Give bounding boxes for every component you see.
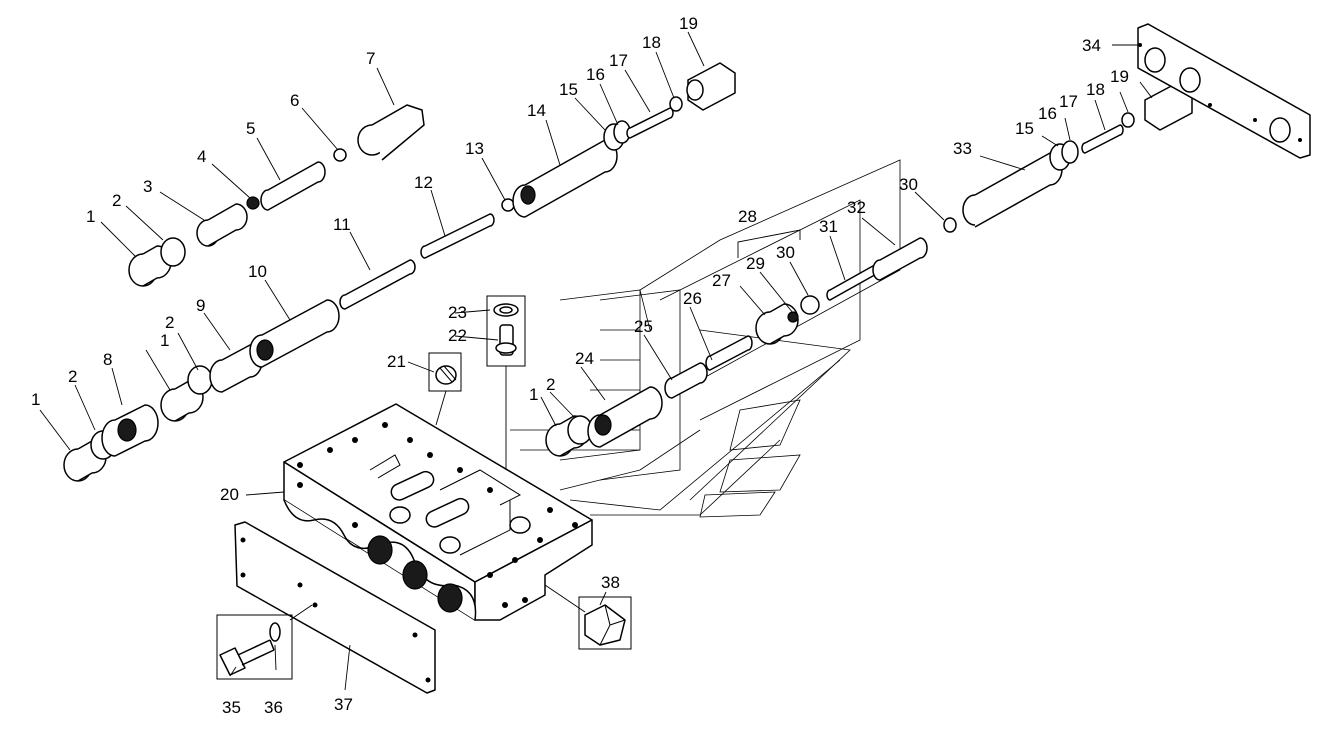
callout-19-right: 19 bbox=[1110, 67, 1129, 86]
callout-17-right: 17 bbox=[1059, 92, 1078, 111]
callout-13: 13 bbox=[465, 139, 484, 158]
callout-2-center: 2 bbox=[546, 375, 555, 394]
callout-9: 9 bbox=[196, 296, 205, 315]
callout-15-right: 15 bbox=[1015, 119, 1034, 138]
hydraulic-schematic-outline bbox=[510, 159, 901, 518]
callout-4: 4 bbox=[197, 147, 206, 166]
lower-middle-valve-assembly bbox=[545, 217, 957, 457]
callout-34: 34 bbox=[1082, 36, 1101, 55]
right-valve-assembly bbox=[962, 82, 1193, 228]
callout-2-middle: 2 bbox=[165, 313, 174, 332]
callout-33: 33 bbox=[953, 139, 972, 158]
middle-left-valve-assembly bbox=[63, 213, 495, 482]
callout-23: 23 bbox=[448, 303, 467, 322]
upper-middle-valve-assembly bbox=[501, 62, 736, 218]
callout-11: 11 bbox=[333, 215, 351, 234]
callout-26: 26 bbox=[683, 289, 702, 308]
callout-15-upper: 15 bbox=[559, 80, 578, 99]
callout-35: 35 bbox=[222, 698, 241, 717]
callout-10: 10 bbox=[248, 262, 267, 281]
callout-18-upper: 18 bbox=[642, 33, 661, 52]
body-bolt-holes bbox=[297, 422, 578, 608]
callout-1-center: 1 bbox=[529, 385, 538, 404]
leader-lines bbox=[39, 31, 1153, 691]
callout-22: 22 bbox=[448, 326, 467, 345]
callout-7: 7 bbox=[366, 49, 375, 68]
callout-27: 27 bbox=[712, 271, 731, 290]
callout-8: 8 bbox=[103, 350, 112, 369]
callout-38: 38 bbox=[601, 573, 620, 592]
callout-19-upper: 19 bbox=[679, 14, 698, 33]
callout-31: 31 bbox=[819, 217, 838, 236]
drain-plug bbox=[578, 596, 632, 650]
callout-18-right: 18 bbox=[1086, 80, 1105, 99]
callout-30-middle: 30 bbox=[776, 243, 795, 262]
callout-30-right: 30 bbox=[899, 175, 918, 194]
callout-16-upper: 16 bbox=[586, 65, 605, 84]
callout-24: 24 bbox=[575, 349, 594, 368]
cover-plate bbox=[234, 521, 436, 694]
callout-12: 12 bbox=[414, 173, 433, 192]
callout-29: 29 bbox=[746, 254, 765, 273]
callout-3: 3 bbox=[143, 177, 152, 196]
callout-2-lower: 2 bbox=[68, 367, 77, 386]
callout-32: 32 bbox=[847, 198, 866, 217]
callout-21: 21 bbox=[387, 352, 406, 371]
mounting-bracket bbox=[1137, 23, 1311, 159]
callout-25: 25 bbox=[634, 317, 653, 336]
callout-17-upper: 17 bbox=[609, 51, 628, 70]
callout-14: 14 bbox=[527, 101, 546, 120]
callout-1-lower: 1 bbox=[31, 390, 40, 409]
callout-16-right: 16 bbox=[1038, 104, 1057, 123]
callout-28: 28 bbox=[738, 207, 757, 226]
callout-5: 5 bbox=[246, 119, 255, 138]
small-parts-21-22-23 bbox=[428, 295, 526, 470]
upper-left-valve-assembly bbox=[128, 104, 425, 287]
valve-body bbox=[283, 403, 593, 621]
callout-1-upper: 1 bbox=[86, 207, 95, 226]
callout-20: 20 bbox=[220, 485, 239, 504]
callout-2-upper: 2 bbox=[112, 191, 121, 210]
bolt-and-washer-group bbox=[216, 614, 293, 680]
callout-36: 36 bbox=[264, 698, 283, 717]
callout-1-middle: 1 bbox=[160, 331, 169, 350]
callout-labels: 1 2 3 4 5 6 7 8 9 10 11 12 13 14 15 16 1… bbox=[31, 14, 1129, 717]
callout-37: 37 bbox=[334, 695, 353, 714]
callout-6: 6 bbox=[290, 91, 299, 110]
